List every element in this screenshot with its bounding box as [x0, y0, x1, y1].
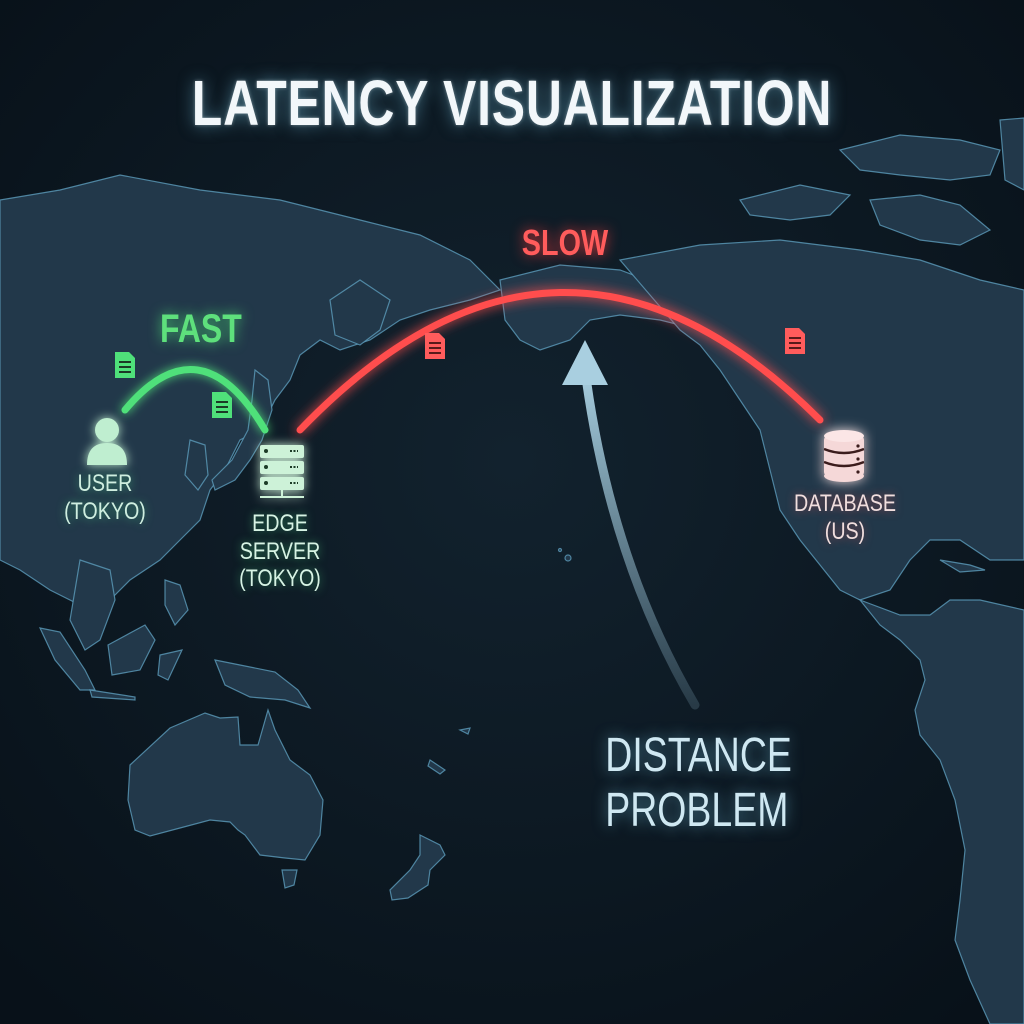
document-icon: [115, 352, 135, 378]
database-name: DATABASE: [793, 490, 897, 517]
fast-label: FAST: [160, 307, 242, 351]
page-title: LATENCY VISUALIZATION: [191, 67, 833, 139]
user-name: USER: [77, 470, 133, 497]
slow-connection-arc: [296, 289, 824, 434]
database-node-label: DATABASE (US): [788, 490, 903, 545]
fast-connection-arc: [121, 366, 269, 434]
annotation-line-2: PROBLEM: [605, 784, 789, 838]
database-icon: [823, 430, 865, 482]
edge-server-name: EDGE SERVER: [239, 510, 321, 565]
edge-server-node-label: EDGE SERVER (TOKYO): [214, 510, 345, 593]
server-icon: [260, 445, 304, 498]
user-location: (TOKYO): [64, 497, 146, 525]
database-location: (US): [824, 517, 866, 545]
annotation-line-1: DISTANCE: [605, 729, 792, 782]
user-node-label: USER (TOKYO): [64, 470, 146, 525]
document-icon: [212, 392, 232, 418]
edge-server-location: (TOKYO): [239, 565, 321, 593]
arrow-head-icon: [562, 340, 608, 385]
document-icon: [785, 328, 805, 354]
document-icon: [425, 333, 445, 359]
curved-arrow-icon: [580, 365, 700, 710]
distance-problem-annotation: DISTANCE PROBLEM: [605, 728, 792, 838]
slow-label: SLOW: [521, 222, 609, 263]
user-icon: [87, 418, 127, 465]
